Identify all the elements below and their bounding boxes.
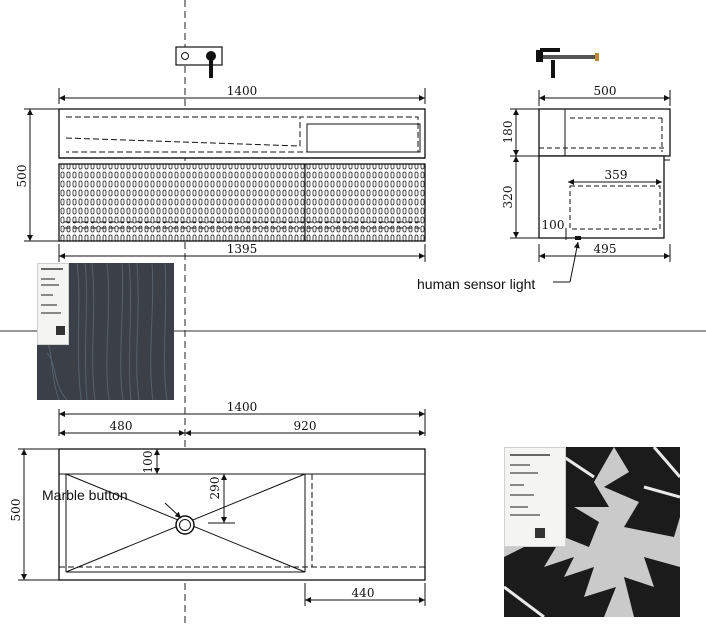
top-basin-depth-label: 290 <box>208 477 222 500</box>
side-upper-height-label: 180 <box>501 121 515 144</box>
side-lower-height-label: 320 <box>501 186 515 209</box>
top-shelf-width-label: 440 <box>352 586 375 600</box>
top-left-segment-label: 480 <box>110 419 133 433</box>
side-inner-width-label: 359 <box>605 168 628 182</box>
marble-button-label: Marble button <box>42 487 128 503</box>
marble-button-leader <box>164 502 182 519</box>
side-toe-label: 100 <box>542 218 565 232</box>
front-width-bottom-label: 1395 <box>227 242 258 256</box>
wall-faucet-side-icon <box>536 48 599 78</box>
top-depth-label: 500 <box>9 499 23 522</box>
front-view-cabinet <box>58 108 426 242</box>
top-basin-depth-dimension <box>208 473 235 524</box>
front-width-bottom-dimension <box>58 244 426 262</box>
side-view-cabinet <box>538 108 671 240</box>
top-view-basin <box>58 448 426 581</box>
marble-sample-card <box>504 447 566 547</box>
side-depth-bottom-label: 495 <box>594 242 617 256</box>
front-width-top-label: 1400 <box>227 84 258 98</box>
wood-sample-card <box>37 263 69 345</box>
side-depth-top-label: 500 <box>594 84 617 98</box>
top-right-segment-label: 920 <box>294 419 317 433</box>
wall-faucet-front-icon <box>175 46 223 78</box>
side-height-dimensions <box>510 108 545 239</box>
sensor-leader-line <box>553 241 580 283</box>
drain-icon <box>175 515 195 535</box>
wood-material-swatch <box>37 263 174 400</box>
front-height-dimension <box>24 108 64 242</box>
marble-material-swatch <box>504 447 680 617</box>
top-overall-width-label: 1400 <box>227 400 258 414</box>
top-rim-offset-label: 100 <box>141 451 155 474</box>
sensor-light-label: human sensor light <box>417 276 535 292</box>
front-height-label: 500 <box>15 165 29 188</box>
top-shelf-width-dimension <box>304 583 426 606</box>
front-width-top-dimension <box>58 88 426 104</box>
side-depth-bottom-dimension <box>538 244 671 262</box>
side-depth-top-dimension <box>538 90 671 106</box>
top-depth-dimension <box>18 448 60 581</box>
